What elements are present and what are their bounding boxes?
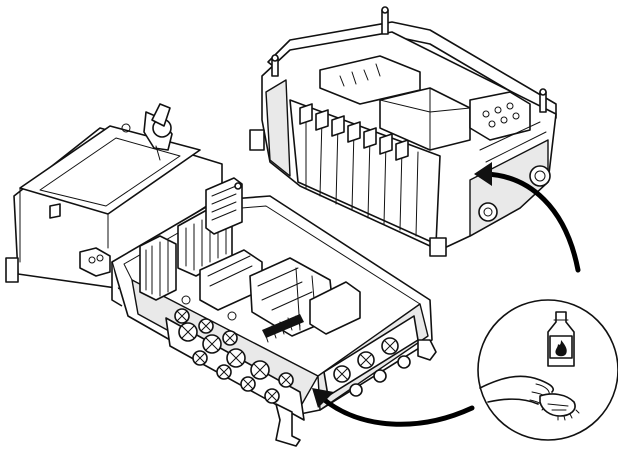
inverter-upper-module <box>249 6 557 257</box>
hand-wiping-cloth-icon <box>479 375 580 421</box>
cable-gland-plate <box>165 308 305 421</box>
insertion-arrow-upper <box>474 162 581 273</box>
flammable-solvent-bottle-icon <box>547 311 575 367</box>
heatsink-ribs <box>299 103 419 237</box>
cleaning-instruction-inset <box>477 299 618 441</box>
inverter-lower-housing <box>5 103 437 447</box>
terminal-blocks <box>139 177 361 343</box>
insertion-arrow-lower <box>312 388 475 427</box>
